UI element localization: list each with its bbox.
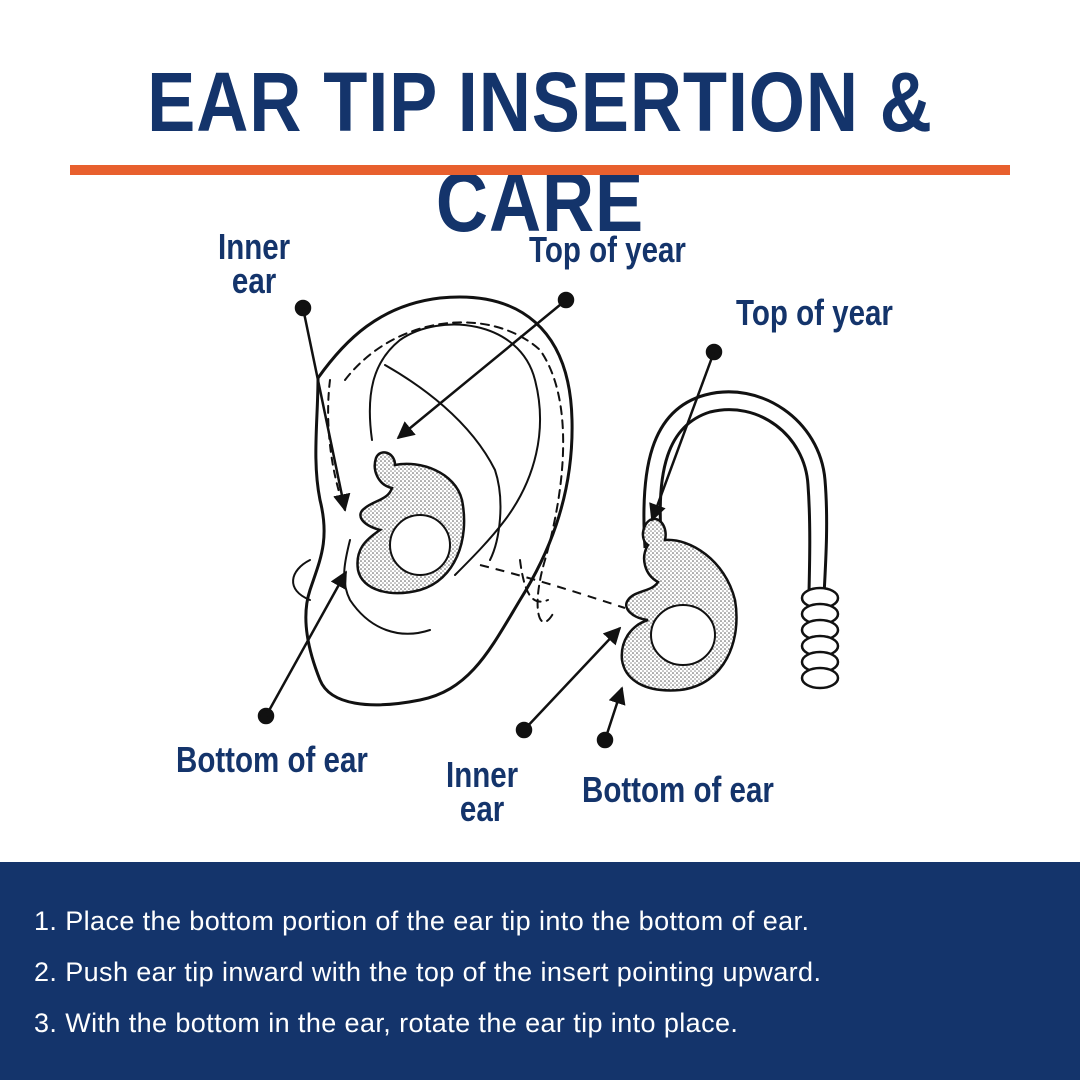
right-top-of-ear-label: Top of year xyxy=(736,292,893,333)
instruction-steps: 1. Place the bottom portion of the ear t… xyxy=(34,896,821,1049)
instruction-step: 1. Place the bottom portion of the ear t… xyxy=(34,906,810,936)
left-bottom-of-ear-label: Bottom of ear xyxy=(176,739,368,780)
right-inner-ear-label: Inner ear xyxy=(446,754,519,829)
right-bottom-of-ear-label: Bottom of ear xyxy=(582,769,774,810)
instruction-step: 2. Push ear tip inward with the top of t… xyxy=(34,957,822,987)
left-ear-tip xyxy=(356,451,466,595)
ear-insertion-diagram: Inner ear Top of year Top of year Bottom… xyxy=(0,180,1080,860)
instructions-panel: 1. Place the bottom portion of the ear t… xyxy=(0,862,1080,1080)
instruction-step: 3. With the bottom in the ear, rotate th… xyxy=(34,1008,739,1038)
right-ear-tip xyxy=(620,390,840,692)
ear-diagram-illustration xyxy=(257,291,840,749)
right-leader-lines xyxy=(515,343,723,749)
left-top-of-ear-label: Top of year xyxy=(529,229,686,270)
left-inner-ear-label: Inner ear xyxy=(218,226,291,301)
left-ear-drawing xyxy=(292,295,574,707)
left-leader-lines xyxy=(257,291,575,725)
title-underline xyxy=(70,165,1010,175)
transition-dashed-line xyxy=(479,564,626,609)
